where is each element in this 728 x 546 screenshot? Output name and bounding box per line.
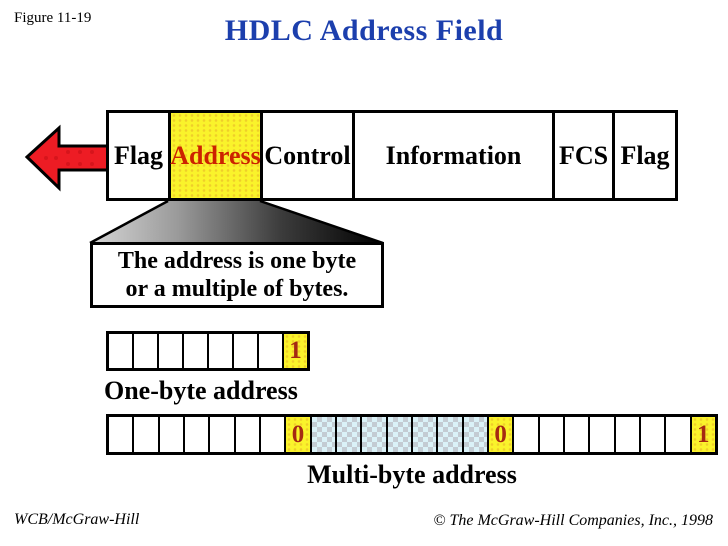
bit-cell — [514, 417, 540, 452]
bit-cell — [109, 334, 134, 368]
figure-label: Figure 11-19 — [14, 10, 92, 26]
bit-cell — [235, 417, 261, 452]
multi-byte-address-label: Multi-byte address — [307, 460, 517, 489]
bit-cell — [134, 334, 159, 368]
bit-cell — [260, 417, 287, 452]
bit-cell-1: 1 — [691, 417, 715, 452]
bit-cell — [210, 417, 236, 452]
bit-cell — [336, 417, 363, 452]
bit-cell — [311, 417, 337, 452]
bit-cell — [615, 417, 641, 452]
bit-cell — [159, 334, 184, 368]
bit-cell — [134, 417, 160, 452]
bit-cell-1: 1 — [284, 334, 307, 368]
bit-cell — [109, 417, 135, 452]
bit-cell — [412, 417, 439, 452]
page-title: HDLC Address Field — [224, 14, 504, 47]
bit-cell — [539, 417, 565, 452]
bit-cell — [184, 334, 209, 368]
multi-byte-address-row: 0 0 1 — [106, 414, 718, 455]
left-arrow-icon — [22, 123, 112, 193]
bit-cell — [463, 417, 489, 452]
zoom-callout-pointer — [0, 199, 400, 245]
bit-cell — [362, 417, 388, 452]
bit-cell — [159, 417, 185, 452]
bit-cell — [640, 417, 667, 452]
publisher-credit: WCB/McGraw-Hill — [14, 511, 140, 528]
bit-cell-0: 0 — [286, 417, 312, 452]
hdlc-frame: Flag Address Control Information FCS Fla… — [106, 110, 678, 201]
bit-cell — [209, 334, 234, 368]
frame-field-flag-start: Flag — [109, 113, 171, 198]
bit-cell — [184, 417, 211, 452]
one-byte-address-row: 1 — [106, 331, 310, 371]
callout-line2: or a multiple of bytes. — [125, 276, 349, 302]
bit-cell — [590, 417, 616, 452]
frame-field-address: Address — [170, 113, 263, 198]
callout-line1: The address is one byte — [117, 248, 357, 274]
callout-box: The address is one byte or a multiple of… — [90, 242, 384, 308]
bit-cell — [234, 334, 259, 368]
bit-cell — [438, 417, 464, 452]
copyright-notice: © The McGraw-Hill Companies, Inc., 1998 — [433, 512, 713, 529]
frame-field-fcs: FCS — [555, 113, 615, 198]
frame-field-information: Information — [355, 113, 555, 198]
frame-field-flag-end: Flag — [620, 140, 670, 170]
frame-field-control: Control — [263, 113, 355, 198]
bit-cell-0: 0 — [488, 417, 515, 452]
bit-cell — [666, 417, 692, 452]
bit-cell — [387, 417, 413, 452]
bit-cell — [259, 334, 284, 368]
one-byte-address-label: One-byte address — [104, 376, 298, 405]
bit-cell — [564, 417, 591, 452]
